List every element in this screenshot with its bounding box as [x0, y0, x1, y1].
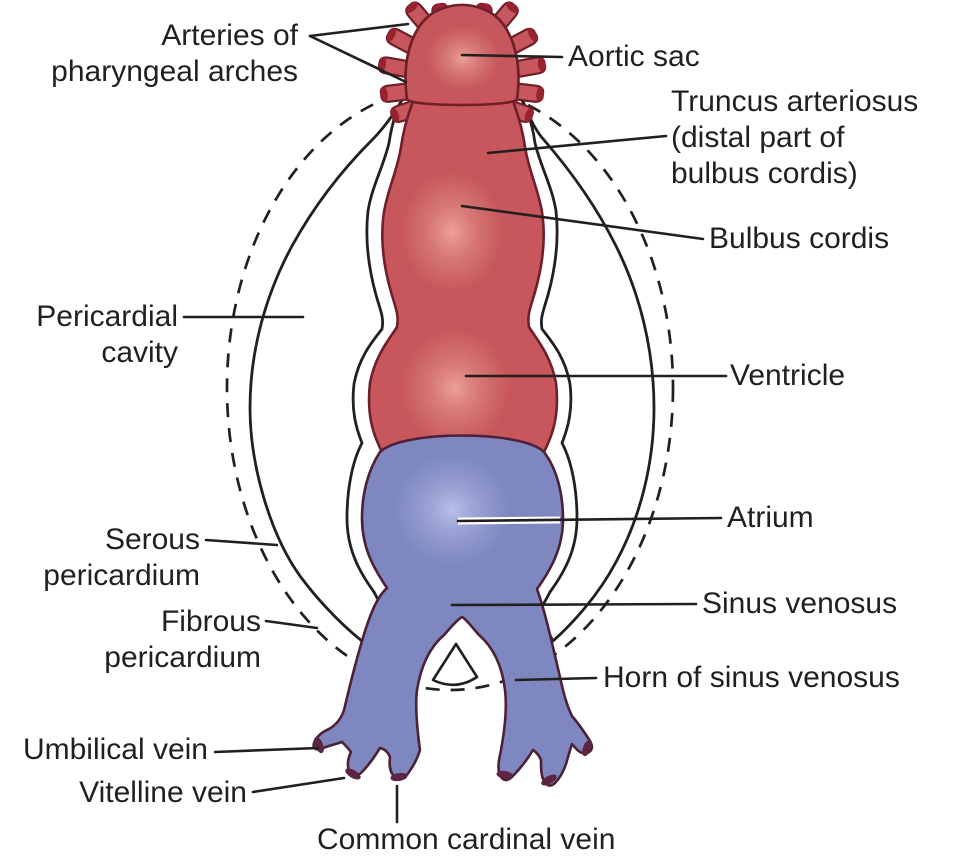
label-arteries-of-pharyngeal-arches: Arteries of pharyngeal arches	[51, 19, 298, 88]
leader-horn	[514, 676, 598, 682]
label-atrium: Atrium	[727, 501, 814, 534]
label-horn-of-sinus-venosus: Horn of sinus venosus	[603, 661, 900, 694]
leader-fibrous	[264, 619, 319, 630]
leader-arteries-upper	[308, 22, 410, 38]
vein-end-caps	[314, 736, 592, 786]
label-sinus-venosus: Sinus venosus	[702, 587, 898, 620]
right-horn-cap-diagonal	[541, 774, 557, 786]
leader-truncus	[486, 134, 668, 155]
label-ventricle: Ventricle	[730, 359, 846, 392]
label-aortic-sac: Aortic sac	[568, 40, 700, 73]
label-bulbus-cordis: Bulbus cordis	[709, 222, 890, 255]
right-horn-cap-down	[496, 770, 514, 780]
atrium-highlight	[394, 455, 510, 565]
leader-umbilical	[213, 746, 320, 754]
leader-serous	[204, 538, 279, 547]
leader-bulbus	[460, 204, 705, 241]
label-umbilical-vein: Umbilical vein	[22, 733, 208, 766]
leader-aortic-sac	[460, 53, 564, 59]
right-horn-cap-lateral	[582, 739, 592, 757]
serous-pericardium-outline-right	[518, 94, 656, 643]
leader-sinus-venosus	[450, 602, 698, 607]
pericardial-reflection-triangle	[431, 642, 479, 687]
label-fibrous-pericardium: Fibrous pericardium	[104, 605, 261, 674]
label-serous-pericardium: Serous pericardium	[43, 523, 200, 592]
leader-arteries-lower	[308, 34, 408, 84]
pharyngeal-arch-artery	[511, 82, 545, 103]
label-common-cardinal-vein: Common cardinal vein	[317, 823, 616, 856]
leader-atrium	[456, 516, 723, 523]
aortic-sac-highlight	[427, 26, 499, 90]
label-truncus-arteriosus: Truncus arteriosus (distal part of bulbu…	[671, 85, 919, 190]
fibrous-pericardium-outline	[225, 84, 675, 692]
ventricle-highlight	[401, 330, 509, 446]
label-vitelline-vein: Vitelline vein	[79, 776, 247, 809]
serous-pericardium-outline-left	[248, 94, 406, 643]
common-cardinal-vein-cap	[390, 772, 408, 782]
bulbus-highlight	[402, 172, 502, 292]
vitelline-vein-cap	[345, 768, 361, 780]
label-pericardial-cavity: Pericardial cavity	[36, 300, 178, 369]
leader-lines	[182, 22, 728, 824]
leader-vitelline	[251, 776, 346, 794]
